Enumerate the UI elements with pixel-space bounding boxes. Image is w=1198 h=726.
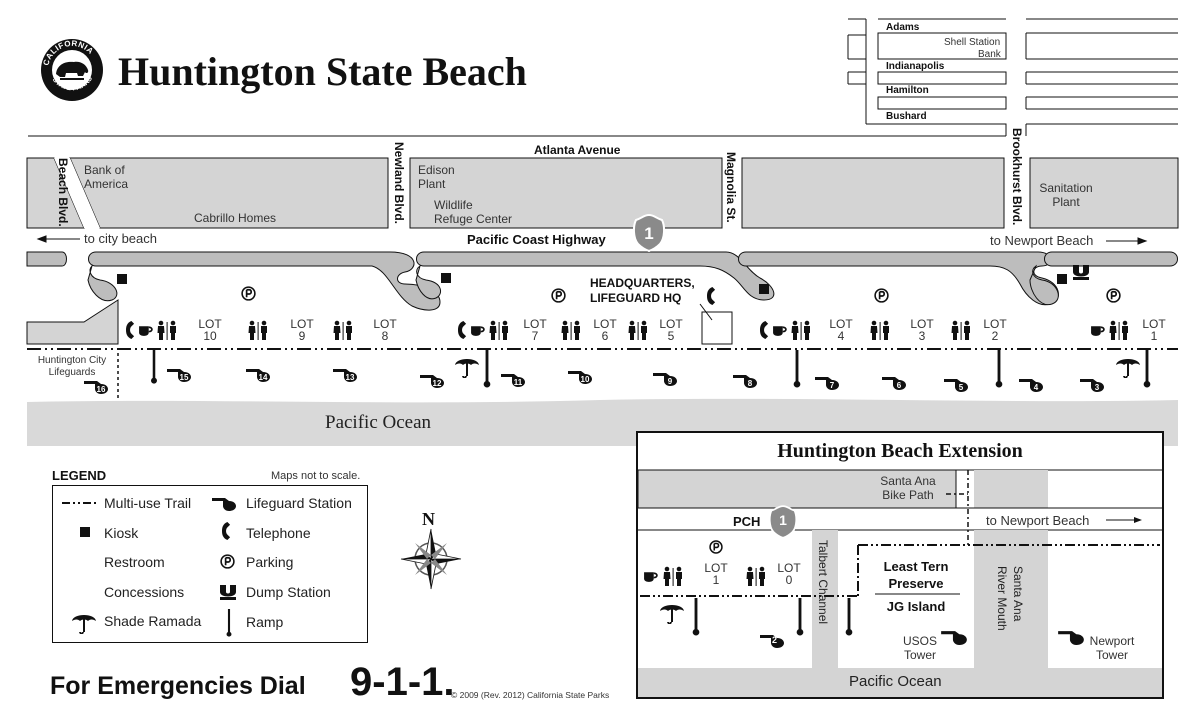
legend-title: LEGEND [52,468,107,483]
santa-ana-river-mouth-label: Santa Ana River Mouth [995,566,1025,631]
emergency-text: For Emergencies Dial [50,672,306,700]
usos-tower-label: USOS Tower [902,634,938,662]
pacific-ocean-label: Pacific Ocean [325,412,432,433]
legend-concessions: Concessions [104,584,185,600]
svg-text:15: 15 [180,373,189,382]
street-adams: Adams [886,22,920,33]
svg-text:9: 9 [668,377,673,386]
lifeguard-tower-icons: 16 15 14 13 12 11 10 9 8 7 6 5 4 3 [84,369,1104,394]
legend-kiosk: Kiosk [104,525,139,541]
ext-pacific-ocean-label: Pacific Ocean [849,673,942,690]
newport-tower-label: Newport Tower [1089,634,1135,662]
talbert-channel-label: Talbert Channel [816,540,830,625]
beach-blvd-road [54,158,100,228]
edison-plant-label: Edison Plant [418,163,455,191]
ramp-icons [151,350,1151,388]
headquarters-label: HEADQUARTERS, LIFEGUARD HQ [590,276,695,305]
newland-blvd-label: Newland Blvd. [392,142,406,225]
direction-arrows [36,235,1148,245]
legend-note: Maps not to scale. [271,470,361,482]
pch-road [26,251,1178,311]
pch-label: Pacific Coast Highway [467,232,606,247]
california-state-parks-logo: CALIFORNIA STATE PARKS [41,39,103,101]
bank-of-america-label: Bank of America [84,163,129,191]
extension-map [636,431,1164,699]
svg-text:4: 4 [1034,383,1039,392]
svg-text:16: 16 [97,385,106,394]
huntington-city-lifeguards-label: Huntington City Lifeguards [37,355,107,378]
ext-route-number: 1 [779,512,787,528]
brookhurst-blvd-label: Brookhurst Blvd. [1010,128,1024,226]
wildlife-refuge-label: Wildlife Refuge Center [434,198,513,226]
svg-text:11: 11 [514,378,523,387]
sanitation-plant-label: Sanitation Plant [1039,181,1093,209]
svg-text:14: 14 [259,373,268,382]
legend-dump-station: Dump Station [246,584,331,600]
svg-text:8: 8 [748,379,753,388]
legend-icons [62,498,236,637]
route-1-number: 1 [644,224,654,243]
svg-text:5: 5 [959,383,964,392]
svg-text:6: 6 [897,381,902,390]
page-title: Huntington State Beach [118,49,527,94]
legend-restroom: Restroom [104,554,165,570]
emergency-number: 9-1-1. [350,660,455,704]
street-hamilton: Hamilton [886,85,929,96]
legend-ramp: Ramp [246,614,284,630]
legend-telephone: Telephone [246,525,311,541]
ext-to-newport-label: to Newport Beach [986,513,1090,528]
compass-north: N [422,509,435,529]
kiosk-icons [117,273,1067,294]
street-indianapolis: Indianapolis [886,61,945,72]
svg-text:10: 10 [581,375,590,384]
headquarters-building [701,311,733,345]
jetty [26,299,119,345]
atlanta-avenue-label: Atlanta Avenue [534,143,621,157]
magnolia-st-label: Magnolia St. [724,152,738,223]
legend-box [52,485,368,643]
cabrillo-homes-label: Cabrillo Homes [194,211,277,225]
street-inset [28,18,1178,137]
ext-pch-label: PCH [733,514,761,529]
svg-text:12: 12 [433,379,442,388]
extension-title: Huntington Beach Extension [777,440,1023,462]
to-newport-beach-label: to Newport Beach [990,233,1094,248]
to-city-beach-label: to city beach [84,231,157,246]
legend-lifeguard: Lifeguard Station [246,495,352,511]
svg-text:3: 3 [1095,383,1100,392]
legend-trail: Multi-use Trail [104,495,192,511]
jg-island-label: JG Island [886,599,946,614]
concessions-icons [138,325,1105,337]
svg-text:7: 7 [830,381,835,390]
bike-path-label: Santa Ana Bike Path [880,474,936,502]
legend-parking: Parking [246,554,294,570]
bank-label: Bank [978,49,1001,60]
land-blocks [26,157,1179,229]
copyright: © 2009 (Rev. 2012) California State Park… [451,690,610,700]
dump-station-icon [1073,265,1089,280]
compass-rose-icon [400,528,462,590]
legend-shade-ramada: Shade Ramada [104,613,202,629]
shell-station-label: Shell Station [944,37,1001,48]
ext-tower-2-number: 2 [771,635,777,645]
beach-blvd-label: Beach Blvd. [56,158,70,227]
street-bushard: Bushard [886,111,927,122]
parking-loops [87,264,1059,306]
svg-text:13: 13 [346,373,355,382]
least-tern-preserve-label: Least Tern Preserve [883,559,949,591]
